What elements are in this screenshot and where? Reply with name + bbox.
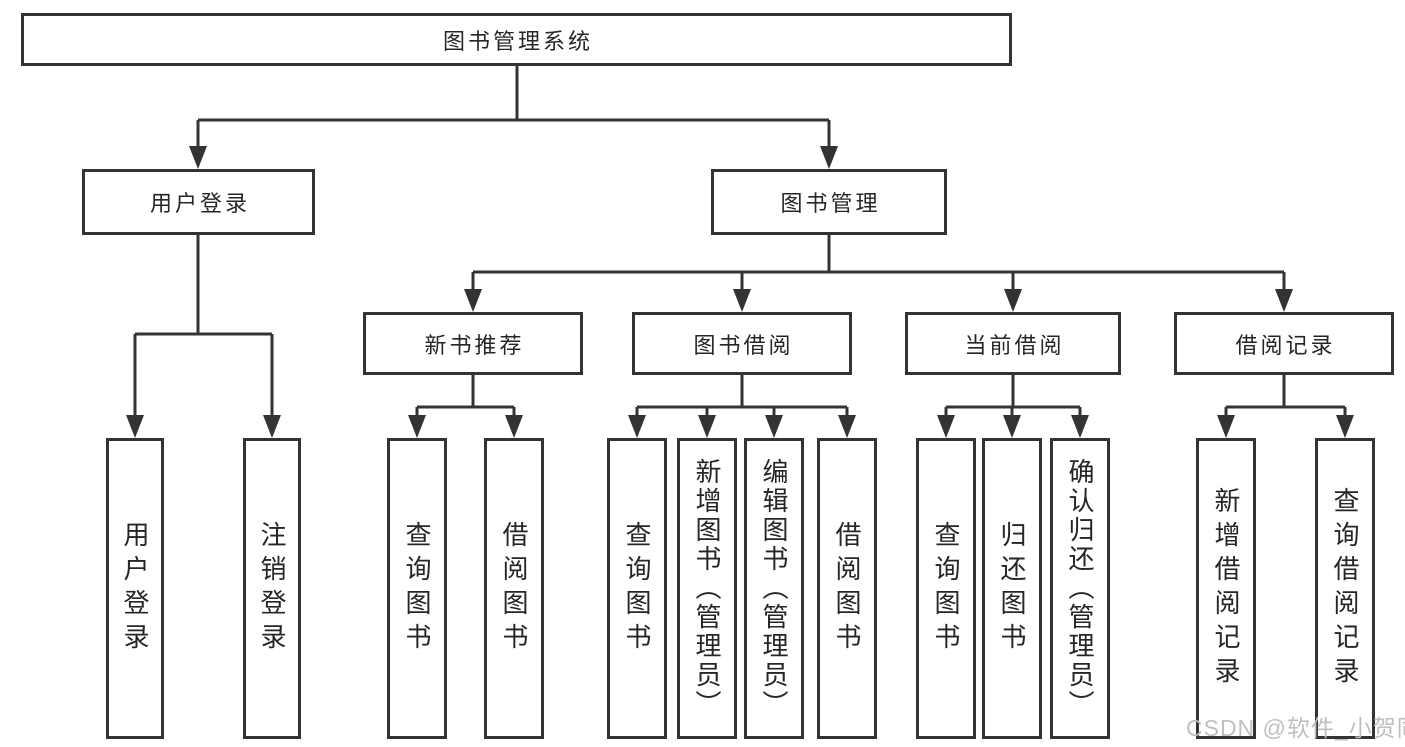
node-book-management-label: 图书管理	[780, 191, 881, 216]
node-leaf-logout-label: 注销登录	[257, 520, 287, 657]
node-leaf-borrow-books-1: 借阅图书	[484, 438, 544, 739]
connector-user-login-children	[126, 234, 281, 438]
node-leaf-return-book-label: 归还图书	[997, 520, 1027, 657]
node-leaf-query-books-2-label: 查询图书	[622, 520, 652, 657]
node-leaf-query-books-2: 查询图书	[607, 438, 667, 739]
node-book-borrowing-label: 图书借阅	[693, 332, 794, 358]
node-borrowing-records-label: 借阅记录	[1235, 332, 1336, 358]
node-user-login-label: 用户登录	[149, 191, 250, 216]
node-leaf-confirm-return-admin-label: 确认归还（管理员）	[1065, 458, 1095, 719]
node-leaf-add-borrow-record: 新增借阅记录	[1196, 438, 1256, 739]
node-leaf-borrow-books-2: 借阅图书	[817, 438, 877, 739]
node-leaf-user-login: 用户登录	[106, 438, 164, 739]
connector-borrowing-records-children	[1217, 375, 1354, 438]
node-book-borrowing: 图书借阅	[632, 312, 852, 375]
node-leaf-confirm-return-admin: 确认归还（管理员）	[1050, 438, 1110, 739]
node-leaf-add-book-admin: 新增图书（管理员）	[677, 438, 737, 739]
connector-root-to-level2	[189, 66, 838, 169]
connector-book-borrowing-children	[628, 375, 856, 438]
node-leaf-borrow-books-1-label: 借阅图书	[499, 520, 529, 657]
node-leaf-query-books-1: 查询图书	[387, 438, 447, 739]
watermark: CSDN @软件_小贺同学	[1186, 715, 1405, 741]
node-new-book-recommend: 新书推荐	[363, 312, 583, 375]
node-leaf-borrow-books-2-label: 借阅图书	[832, 520, 862, 657]
node-leaf-add-book-admin-label: 新增图书（管理员）	[692, 458, 722, 719]
node-root: 图书管理系统	[21, 13, 1012, 66]
node-leaf-edit-book-admin: 编辑图书（管理员）	[744, 438, 804, 739]
node-leaf-query-books-3-label: 查询图书	[931, 520, 961, 657]
node-leaf-return-book: 归还图书	[982, 438, 1042, 739]
node-leaf-user-login-label: 用户登录	[120, 520, 150, 657]
node-leaf-query-borrow-record-label: 查询借阅记录	[1330, 486, 1360, 691]
node-user-login: 用户登录	[82, 169, 315, 235]
node-leaf-logout: 注销登录	[243, 438, 301, 739]
node-current-borrowing-label: 当前借阅	[964, 332, 1065, 358]
node-current-borrowing: 当前借阅	[905, 312, 1121, 375]
connector-new-book-children	[408, 375, 523, 438]
node-root-label: 图书管理系统	[442, 28, 593, 54]
node-book-management: 图书管理	[711, 169, 947, 235]
node-leaf-query-books-3: 查询图书	[916, 438, 976, 739]
node-borrowing-records: 借阅记录	[1174, 312, 1394, 375]
connector-current-borrowing-children	[937, 375, 1089, 438]
node-leaf-query-books-1-label: 查询图书	[402, 520, 432, 657]
node-leaf-query-borrow-record: 查询借阅记录	[1315, 438, 1375, 739]
node-new-book-recommend-label: 新书推荐	[424, 332, 525, 358]
connector-book-management-children	[464, 235, 1293, 312]
node-leaf-add-borrow-record-label: 新增借阅记录	[1211, 486, 1241, 691]
node-leaf-edit-book-admin-label: 编辑图书（管理员）	[759, 458, 789, 719]
